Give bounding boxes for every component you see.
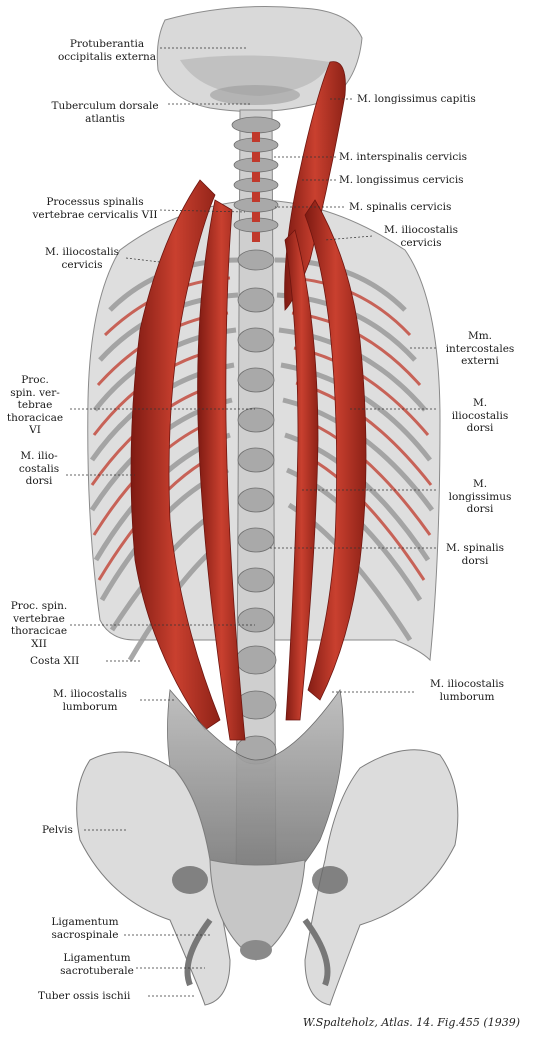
label-proc-spin-th6: Proc. spin. ver- tebrae thoracicae VI [6, 374, 64, 436]
skull-base [156, 6, 363, 113]
label-pelvis: Pelvis [42, 824, 73, 836]
label-intercostales-externi: Mm. intercostales externi [445, 330, 515, 367]
label-iliocostalis-dorsi-left: M. ilio- costalis dorsi [18, 450, 60, 487]
label-protuberantia-occipitalis-externa: Protuberantia occipitalis externa [57, 38, 157, 63]
leader-lines [66, 47, 436, 997]
label-ligamentum-sacrotuberale: Ligamentum sacrotuberale [60, 952, 134, 977]
label-iliocostalis-lumborum-left: M. iliocostalis lumborum [53, 688, 127, 713]
longissimus-right [284, 229, 319, 721]
label-ligamentum-sacrospinale: Ligamentum sacrospinale [51, 916, 119, 941]
label-proc-spin-th12: Proc. spin. vertebrae thoracicae XII [10, 600, 68, 650]
label-tuber-ossis-ischii: Tuber ossis ischii [38, 990, 131, 1002]
erector-spinae-muscles [130, 61, 367, 901]
label-longissimus-dorsi: M. longissimus dorsi [448, 478, 512, 515]
label-iliocostalis-cervicis-right: M. iliocostalis cervicis [384, 224, 458, 249]
label-longissimus-capitis: M. longissimus capitis [357, 93, 476, 105]
label-tuberculum-dorsale-atlantis: Tuberculum dorsale atlantis [51, 100, 159, 125]
label-interspinalis-cervicis: M. interspinalis cervicis [339, 151, 467, 163]
iliocostalis-right [304, 199, 367, 701]
label-iliocostalis-cervicis-left: M. iliocostalis cervicis [45, 246, 119, 271]
interspinal-cervical-muscles [252, 132, 260, 242]
label-iliocostalis-dorsi-right: M. iliocostalis dorsi [451, 397, 509, 434]
label-longissimus-cervicis: M. longissimus cervicis [339, 174, 464, 186]
figure-caption: W.Spalteholz, Atlas. 14. Fig.455 (1939) [302, 1016, 520, 1029]
pelvis-bone [76, 749, 459, 1006]
vertebral-column [231, 109, 281, 901]
label-iliocostalis-lumborum-right: M. iliocostalis lumborum [430, 678, 504, 703]
label-costa-xii: Costa XII [30, 655, 80, 667]
longissimus-left [197, 199, 246, 741]
label-spinalis-dorsi: M. spinalis dorsi [445, 542, 505, 567]
label-processus-spinalis-c7: Processus spinalis vertebrae cervicalis … [32, 196, 158, 221]
label-spinalis-cervicis: M. spinalis cervicis [349, 201, 452, 213]
